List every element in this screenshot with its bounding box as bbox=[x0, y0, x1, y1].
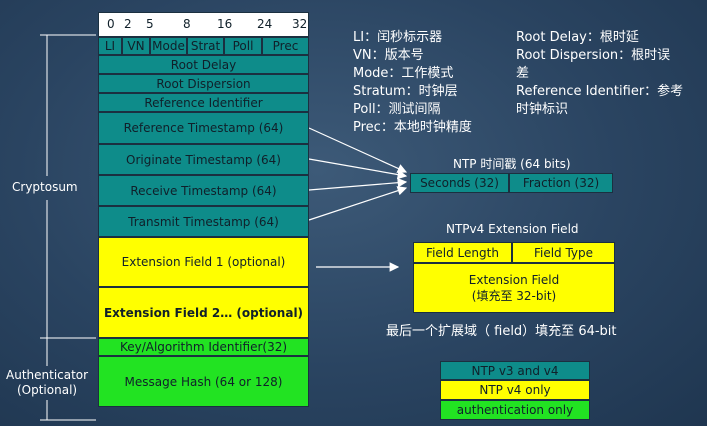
ext-field-type: Field Type bbox=[512, 242, 615, 263]
row-transmit-timestamp: Transmit Timestamp (64) bbox=[98, 206, 309, 237]
row-originate-timestamp: Originate Timestamp (64) bbox=[98, 144, 309, 175]
extension-field-note: 最后一个扩展域（ field）填充至 64-bit bbox=[386, 324, 617, 339]
bit-5: 5 bbox=[146, 17, 154, 31]
ext-field-body-line2: (填充至 32-bit) bbox=[471, 288, 557, 303]
key-ntp-v4-only: NTP v4 only bbox=[440, 380, 590, 400]
arrow-transmit-timestamp bbox=[308, 186, 408, 221]
field-poll: Poll bbox=[224, 37, 262, 55]
bit-scale: 0 2 5 8 16 24 32 bbox=[98, 12, 309, 37]
extension-field-title: NTPv4 Extension Field bbox=[446, 222, 579, 236]
field-stratum: Strat bbox=[187, 37, 224, 55]
row-key-algorithm-identifier: Key/Algorithm Identifier(32) bbox=[98, 338, 309, 356]
legend-reference-identifier-cont: 时钟标识 bbox=[516, 102, 569, 117]
arrow-reference-timestamp bbox=[308, 127, 408, 173]
row-reference-identifier: Reference Identifier bbox=[98, 93, 309, 112]
field-mode: Mode bbox=[150, 37, 187, 55]
key-authentication-only: authentication only bbox=[440, 400, 590, 420]
arrow-originate-timestamp bbox=[308, 158, 408, 180]
bit-8: 8 bbox=[183, 17, 191, 31]
legend-root-dispersion-cont: 差 bbox=[516, 66, 530, 81]
legend-root-dispersion: Root Dispersion：根时误 bbox=[516, 48, 671, 63]
legend-vn: VN：版本号 bbox=[353, 48, 424, 63]
row-reference-timestamp: Reference Timestamp (64) bbox=[98, 112, 309, 144]
authenticator-label: Authenticator (Optional) bbox=[6, 368, 89, 397]
arrow-receive-timestamp bbox=[308, 177, 408, 191]
ext-field-body-line1: Extension Field bbox=[468, 272, 560, 287]
ext-field-length: Field Length bbox=[413, 242, 512, 263]
legend-reference-identifier: Reference Identifier：参考 bbox=[516, 84, 684, 99]
bit-2: 2 bbox=[124, 17, 132, 31]
row-root-delay: Root Delay bbox=[98, 55, 309, 74]
row-extension-field-1: Extension Field 1 (optional) bbox=[98, 237, 309, 287]
legend-stratum: Stratum：时钟层 bbox=[353, 84, 458, 99]
row-root-dispersion: Root Dispersion bbox=[98, 74, 309, 93]
cryptosum-label: Cryptosum bbox=[12, 180, 78, 194]
timestamp-fraction: Fraction (32) bbox=[509, 173, 613, 193]
bit-16: 16 bbox=[217, 17, 233, 31]
legend-poll: Poll：测试间隔 bbox=[353, 102, 441, 117]
key-ntp-v3-v4: NTP v3 and v4 bbox=[440, 361, 590, 380]
row-extension-field-2: Extension Field 2… (optional) bbox=[98, 287, 309, 338]
timestamp-seconds: Seconds (32) bbox=[410, 173, 509, 193]
field-li: LI bbox=[98, 37, 122, 55]
legend-root-delay: Root Delay：根时延 bbox=[516, 30, 639, 45]
bit-24: 24 bbox=[257, 17, 273, 31]
row-receive-timestamp: Receive Timestamp (64) bbox=[98, 175, 309, 206]
ntp-timestamp-title: NTP 时间戳 (64 bits) bbox=[453, 157, 571, 171]
legend-li: LI：闰秒标示器 bbox=[353, 30, 443, 45]
legend-mode: Mode：工作模式 bbox=[353, 66, 454, 81]
ext-field-body: Extension Field (填充至 32-bit) bbox=[413, 263, 615, 313]
field-prec: Prec bbox=[262, 37, 309, 55]
legend-prec: Prec：本地时钟精度 bbox=[353, 120, 472, 135]
row-message-hash: Message Hash (64 or 128) bbox=[98, 356, 309, 407]
bit-32: 32 bbox=[292, 17, 308, 31]
field-vn: VN bbox=[122, 37, 150, 55]
bit-0: 0 bbox=[107, 17, 115, 31]
